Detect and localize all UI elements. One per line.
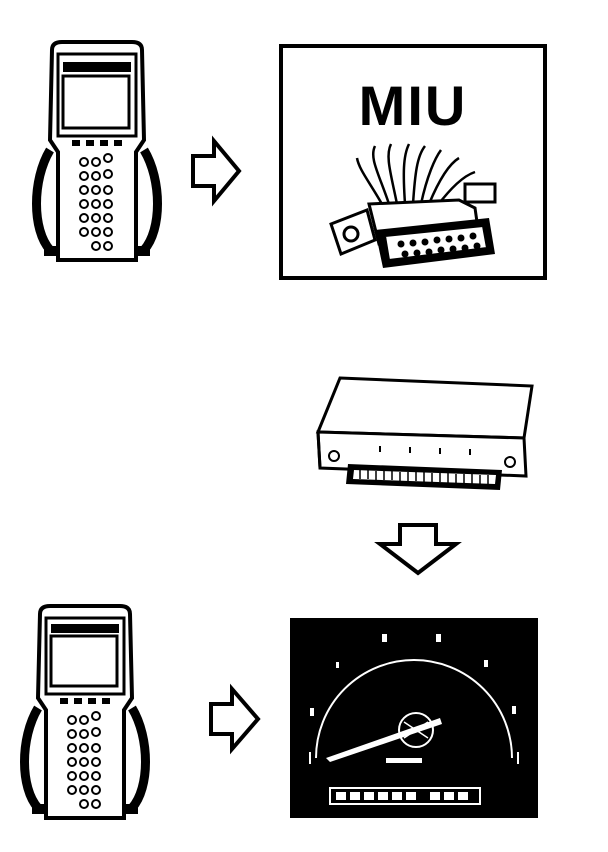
miu-connector-icon <box>319 143 509 274</box>
miu-label: MIU <box>358 74 468 137</box>
down-arrow-icon <box>374 522 462 576</box>
miu-panel: MIU <box>279 44 547 280</box>
speedometer-icon <box>290 618 538 818</box>
ecu-module-icon <box>310 372 540 496</box>
right-arrow-icon <box>190 135 242 207</box>
right-arrow-icon <box>208 683 262 755</box>
scan-tool-icon-top <box>32 40 162 270</box>
scan-tool-icon-bottom <box>20 604 150 826</box>
